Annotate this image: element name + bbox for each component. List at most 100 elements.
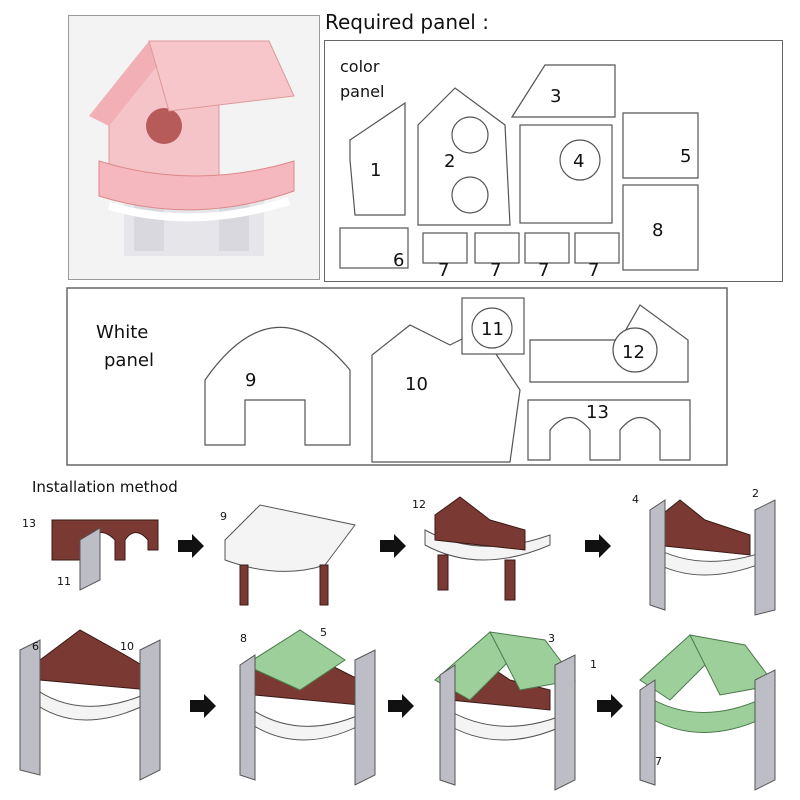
part-3: 3 — [510, 64, 616, 118]
part-shape — [319, 564, 329, 606]
part-6: 6 — [339, 227, 409, 271]
color-panel-box — [324, 40, 783, 282]
part-shape — [434, 496, 526, 551]
part-7c: 7 — [524, 232, 570, 281]
part-shape — [524, 232, 570, 264]
part-shape — [239, 564, 249, 606]
label: 13 — [586, 402, 609, 423]
label: 7 — [438, 260, 449, 281]
label: 12 — [412, 498, 426, 511]
white-panel-label-1: White — [96, 322, 149, 343]
part-shape — [474, 232, 520, 264]
label: 1 — [590, 658, 597, 671]
white-panel-label-2: panel — [104, 350, 154, 371]
part-9: 9 — [204, 326, 351, 446]
label: 7 — [588, 260, 599, 281]
part-8: 8 — [622, 184, 699, 271]
label: 4 — [632, 493, 639, 506]
part-shape — [451, 116, 489, 154]
installation-title: Installation method — [32, 478, 178, 496]
part-shape — [504, 559, 516, 601]
step-7: 31 — [434, 631, 597, 791]
label: 2 — [444, 151, 455, 172]
part-1: 1 — [349, 101, 406, 216]
part-shape — [754, 499, 776, 616]
part-shape — [244, 704, 371, 741]
part-shape — [527, 399, 691, 461]
part-shape — [148, 40, 295, 112]
label: 1 — [370, 160, 381, 181]
part-shape — [204, 326, 351, 446]
part-4: 4 — [519, 124, 613, 224]
label: 6 — [32, 640, 39, 653]
part-shape — [559, 139, 601, 181]
part-shape — [354, 649, 376, 786]
label: 7 — [655, 755, 662, 768]
step-5: 6 10 — [19, 629, 161, 781]
label: 9 — [220, 510, 227, 523]
part-shape — [439, 664, 456, 786]
part-shape — [437, 554, 449, 591]
part-shape — [107, 197, 291, 222]
step-3: 12 — [412, 496, 551, 601]
part-shape — [371, 324, 521, 463]
part-shape — [339, 227, 409, 269]
part-5: 5 — [622, 112, 699, 179]
arrow-icon — [388, 694, 414, 718]
part-11: 11 — [461, 297, 525, 355]
part-shape — [89, 41, 169, 126]
step-1: 13 11 — [22, 517, 159, 591]
white-panel-box — [66, 287, 728, 466]
color-panel-label-2: panel — [340, 82, 385, 101]
part-shape — [451, 176, 489, 214]
part-10: 10 — [371, 324, 521, 463]
part-shape — [554, 654, 576, 791]
part-shape — [239, 654, 256, 781]
label: 10 — [405, 374, 428, 395]
label: 3 — [550, 86, 561, 107]
color-panel-label-1: color — [340, 57, 380, 76]
label: 2 — [752, 487, 759, 500]
part-shape — [139, 639, 161, 781]
part-shape — [622, 112, 699, 179]
part-shape — [612, 327, 658, 373]
part-shape — [224, 504, 356, 572]
label: 9 — [245, 370, 256, 391]
step-8: 7 — [639, 634, 776, 791]
part-shape — [644, 694, 771, 733]
part-13: 13 — [527, 399, 691, 461]
part-shape — [349, 101, 406, 216]
part-shape — [79, 527, 101, 591]
label: 5 — [680, 146, 691, 167]
part-shape — [471, 307, 513, 349]
label: 13 — [22, 517, 36, 530]
required-panel-title: Required panel : — [325, 10, 489, 34]
label: 8 — [652, 220, 663, 241]
label: 7 — [490, 260, 501, 281]
product-photo — [68, 15, 320, 280]
part-7b: 7 — [474, 232, 520, 281]
part-shape — [39, 629, 151, 691]
label: 11 — [57, 575, 71, 588]
arrow-icon — [597, 694, 623, 718]
label: 11 — [481, 319, 504, 340]
label: 8 — [240, 632, 247, 645]
part-shape — [639, 679, 656, 786]
part-shape — [654, 499, 751, 556]
part-shape — [29, 683, 156, 721]
label: 5 — [320, 626, 327, 639]
part-shape — [622, 184, 699, 271]
part-shape — [98, 160, 295, 211]
arrow-icon — [585, 534, 611, 558]
part-shape — [574, 232, 620, 264]
part-shape — [510, 64, 616, 118]
part-7d: 7 — [574, 232, 620, 281]
part-shape — [754, 669, 776, 791]
label: 12 — [622, 342, 645, 363]
label: 4 — [573, 151, 584, 172]
label: 3 — [548, 632, 555, 645]
label: 10 — [120, 640, 134, 653]
arrow-icon — [178, 534, 204, 558]
